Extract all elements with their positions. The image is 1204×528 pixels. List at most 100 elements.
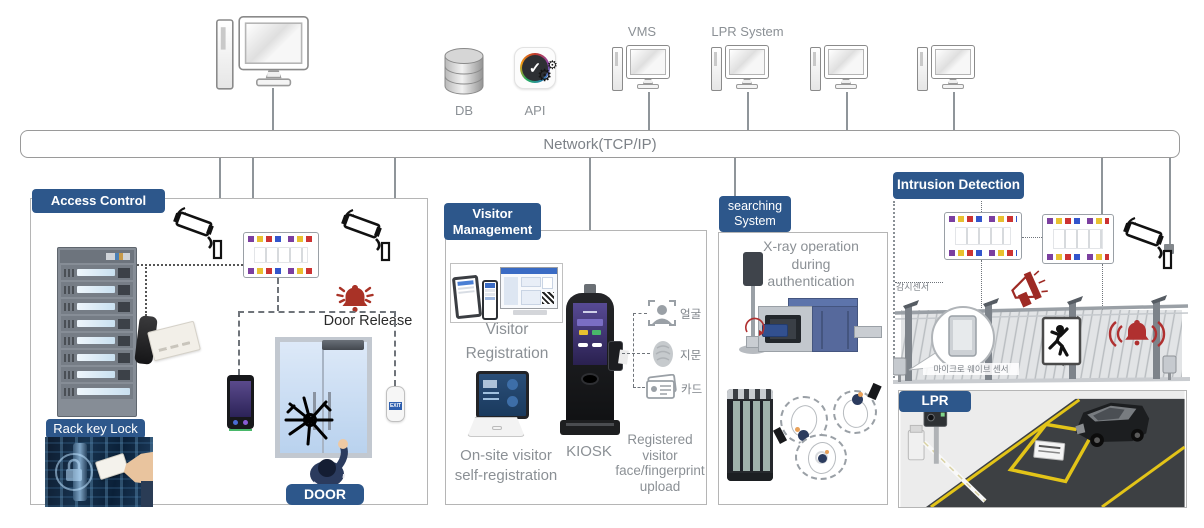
lpr-scene	[900, 391, 1186, 507]
connector-dotted	[981, 260, 982, 308]
access-controller-board	[243, 232, 319, 278]
onsite-registration-label: On-site visitor self-registration	[454, 447, 558, 484]
connector-dashed	[394, 311, 396, 386]
rack-key-lock-label: Rack key Lock	[46, 419, 145, 439]
scan-arrow-icon	[744, 317, 765, 336]
microwave-sensor-label: 마이크로 웨이브 센서	[923, 363, 1019, 375]
connector-dotted	[981, 201, 982, 212]
turnstile-topview	[795, 434, 847, 480]
face-auth-icon	[648, 300, 676, 326]
face-recognition-terminal	[227, 375, 254, 431]
desktop-ui-icon	[500, 267, 558, 309]
connector-dotted	[1102, 264, 1103, 328]
door-closer	[322, 340, 364, 350]
kiosk-screen	[573, 303, 607, 365]
central-server-computer	[216, 16, 309, 91]
intrusion-detection-title: Intrusion Detection	[893, 172, 1024, 199]
person-dot	[818, 454, 827, 463]
visitor-registration-label: Visitor Registration	[465, 321, 549, 363]
db-label: DB	[454, 103, 474, 118]
qr-code-icon	[542, 292, 554, 304]
connector-line	[953, 92, 955, 130]
exit-button-device: EXIT	[386, 386, 405, 422]
auth-pole-base	[739, 345, 767, 354]
connector-dashed	[633, 387, 645, 388]
workstation-computer	[917, 45, 975, 92]
database-icon	[444, 48, 484, 95]
gear-icon: ⚙	[537, 66, 553, 85]
rack-key-lock-photo	[45, 437, 153, 507]
server-rack	[57, 247, 137, 417]
xray-conveyor-right	[854, 326, 882, 338]
connector-line	[252, 158, 254, 228]
computer-tower	[216, 19, 234, 90]
connector-line	[272, 88, 274, 130]
cctv-camera-icon	[341, 209, 391, 262]
searching-system-title: searching System	[719, 196, 791, 232]
connector-line	[648, 92, 650, 130]
connector-line	[1169, 158, 1171, 248]
visitor-management-title: Visitor Management	[444, 203, 541, 240]
kiosk-base	[560, 420, 620, 435]
door-label: DOOR	[286, 484, 364, 505]
api-label: API	[524, 103, 546, 118]
connector-dashed	[622, 353, 650, 354]
person-dot	[852, 394, 863, 405]
connector-line	[1101, 158, 1103, 226]
registered-upload-label: Registered visitor face/fingerprint uplo…	[615, 432, 705, 494]
auth-pole-head	[743, 252, 763, 286]
connector-dashed	[277, 278, 279, 311]
connector-line	[219, 158, 221, 224]
network-label: Network(TCP/IP)	[543, 135, 657, 153]
connector-dotted	[1022, 237, 1042, 238]
glass-door	[275, 337, 372, 458]
vms-label: VMS	[627, 24, 657, 39]
connector-dotted	[893, 201, 895, 378]
kiosk-device	[566, 293, 614, 425]
door-release-label: Door Release	[323, 313, 413, 329]
kiosk-label: KIOSK	[566, 443, 612, 460]
fingerprint-auth-label: 지문	[680, 350, 702, 362]
person-dot	[798, 430, 809, 441]
lpr-section	[898, 390, 1187, 508]
gear-icon: ⚙	[547, 58, 558, 72]
card-auth-icon	[646, 374, 677, 399]
connector-dashed	[238, 311, 396, 313]
alarm-waves-icon	[1108, 320, 1166, 347]
api-icon: ✓ ⚙ ⚙	[514, 47, 558, 89]
access-control-title: Access Control	[32, 189, 165, 213]
lpr-title: LPR	[899, 391, 971, 412]
vms-computer	[612, 45, 670, 92]
siren-megaphone-icon	[1011, 270, 1048, 308]
computer-monitor	[238, 16, 309, 71]
connector-line	[589, 158, 591, 288]
connector-line	[747, 92, 749, 130]
alarm-bell-icon	[336, 285, 374, 313]
connector-line	[734, 158, 736, 232]
visitor-registration-collage	[450, 263, 563, 323]
connector-dashed	[633, 313, 647, 314]
fingerprint-auth-icon	[653, 341, 673, 367]
intrusion-controller-board	[944, 212, 1022, 260]
turnstile-topview	[772, 396, 828, 444]
self-registration-tablet	[476, 371, 529, 419]
connector-dotted	[895, 282, 943, 283]
face-auth-label: 얼굴	[680, 309, 702, 321]
cctv-camera-icon	[1123, 217, 1173, 270]
turnstile-topview	[833, 382, 882, 434]
connector-dotted	[145, 264, 147, 316]
padlock-icon	[55, 453, 93, 491]
connector-dashed	[238, 311, 240, 375]
kiosk-scanner	[581, 373, 599, 385]
xray-machine-side	[812, 306, 858, 352]
impact-splat-icon	[284, 396, 334, 446]
wall-mount	[1164, 244, 1174, 254]
tablet-stand	[467, 417, 525, 437]
connector-line	[846, 92, 848, 130]
workstation-computer	[810, 45, 868, 92]
exit-button-label: EXIT	[389, 402, 402, 410]
connector-dotted	[137, 264, 243, 266]
revolving-security-door	[727, 389, 773, 481]
connector-line	[394, 158, 396, 224]
smartphone-icon	[482, 280, 498, 320]
